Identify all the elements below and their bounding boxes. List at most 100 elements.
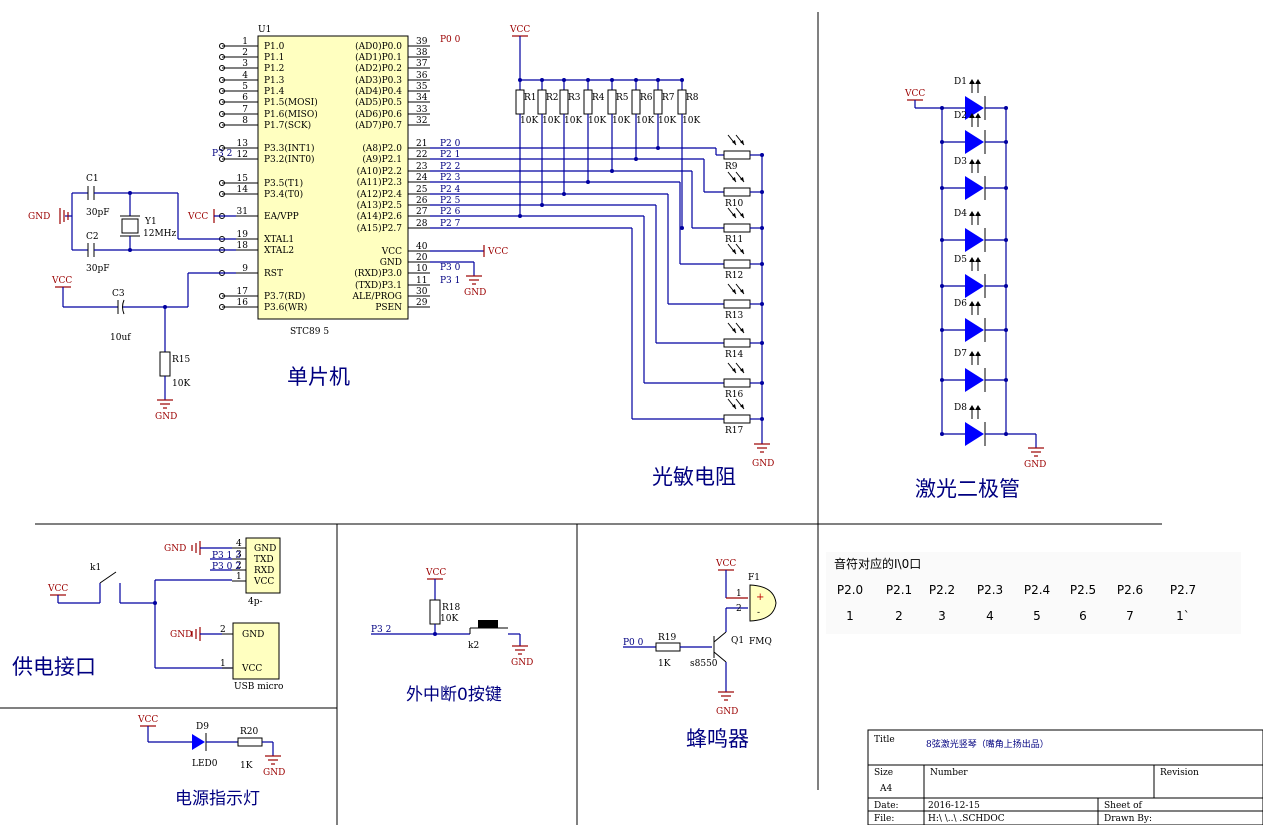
crystal-circuit: GND C1 30pF C2 30pF Y1 12MHz <box>28 174 236 274</box>
note-value: 5 <box>1033 609 1041 623</box>
mcu-left-pin-name: P3.3(INT1) <box>264 143 315 154</box>
note-columns: P2.01P2.12P2.23P2.34P2.45P2.56P2.67P2.71… <box>837 583 1196 623</box>
mcu-left-pin-name: P3.4(T0) <box>264 189 303 200</box>
pullup-val: 10K <box>612 116 630 126</box>
pullup-val: 10K <box>564 116 582 126</box>
p2-net-label: P2 7 <box>440 219 461 229</box>
ldr-ref: R9 <box>725 162 738 172</box>
hdr-net-txd: P3 1 3 <box>212 551 241 561</box>
button-section: VCC R18 10K P3 2 GND k2 外中断0按键 <box>371 568 533 705</box>
mcu-left-pin-name: P1.2 <box>264 64 284 74</box>
ldr-ref: R11 <box>725 235 743 245</box>
p2-net-label: P2 3 <box>440 173 461 183</box>
ldr-ref: R12 <box>725 271 743 281</box>
note-port: P2.5 <box>1070 583 1096 597</box>
mcu-left-pin-num: 7 <box>242 105 248 115</box>
mcu-part: STC89 5 <box>290 327 329 337</box>
p2-net-label: P2 1 <box>440 150 460 160</box>
pullup-val: 10K <box>588 116 606 126</box>
note-port: P2.4 <box>1024 583 1050 597</box>
mcu-right-pin-name: (AD5)P0.5 <box>355 97 402 108</box>
y1-val: 12MHz <box>143 229 177 239</box>
p2-net-label: P2 0 <box>440 139 461 149</box>
mcu-right-pin-num: 23 <box>416 162 428 172</box>
mcu-right-pin-name: (RXD)P3.0 <box>354 268 402 279</box>
mcu-right-pin-num: 27 <box>416 207 428 217</box>
section-title-ldr: 光敏电阻 <box>652 465 736 489</box>
buzz-vcc-label: VCC <box>715 559 736 569</box>
q1-ref: Q1 <box>731 636 744 646</box>
r18-ref: R18 <box>442 603 461 613</box>
mcu-right-pin-num: 21 <box>416 139 427 149</box>
mcu-left-pin-num: 15 <box>237 174 249 184</box>
d9-val: LED0 <box>192 759 218 769</box>
mcu-left-pin-name: RST <box>264 269 283 279</box>
pullup-ref: R7 <box>662 93 675 103</box>
mcu-right-pin-name: ALE/PROG <box>352 292 402 302</box>
title-block-text: Title 8弦激光竖琴（嘴角上扬出品） Size A4 Number Revi… <box>874 735 1199 824</box>
pullup-network: VCC R110KR210KR310KR410KR510KR610KR710KR… <box>509 25 700 228</box>
c3-ref: C3 <box>112 289 125 299</box>
pwr-vcc-label: VCC <box>47 584 68 594</box>
tb-file-label: File: <box>874 814 894 824</box>
usb-pin-name: GND <box>242 630 264 640</box>
mcu-right-pin-name: (AD0)P0.0 <box>355 41 402 52</box>
net-p00: P0 0 <box>440 35 461 45</box>
laser-ref: D7 <box>954 349 967 359</box>
d9-ref: D9 <box>196 722 209 732</box>
mcu-left-pin-name: P3.7(RD) <box>264 291 305 302</box>
f1-pin2: 2 <box>736 604 742 614</box>
btn-vcc-label: VCC <box>425 568 446 578</box>
mcu-right-pin-name: (A12)P2.4 <box>357 189 403 200</box>
mcu-left-pin-name: P1.6(MISO) <box>264 109 318 120</box>
mcu-ref: U1 <box>258 25 271 35</box>
r15-val: 10K <box>172 379 190 389</box>
mcu-left-pin-num: 1 <box>242 37 248 47</box>
rst-vcc-label: VCC <box>51 276 72 286</box>
section-title-mcu: 单片机 <box>287 365 350 389</box>
mcu-right-pin-name: (A10)P2.2 <box>357 166 402 177</box>
ldr-ref: R10 <box>725 199 744 209</box>
p2-net-label: P2 6 <box>440 207 461 217</box>
btn-net: P3 2 <box>371 625 391 635</box>
note-port: P2.3 <box>977 583 1003 597</box>
mcu-right-pin-num: 20 <box>416 253 428 263</box>
mcu-left-pin-num: 31 <box>237 207 248 217</box>
mcu-left-pin-num: 18 <box>237 241 249 251</box>
laser-ref: D6 <box>954 299 967 309</box>
net-p31: P3 1 <box>440 276 460 286</box>
mcu-left-pin-num: 9 <box>242 264 248 274</box>
mcu-left-pin-name: P3.2(INT0) <box>264 154 315 165</box>
p2-net-label: P2 4 <box>440 185 461 195</box>
tb-revision-label: Revision <box>1160 768 1199 778</box>
mcu-right-pin-num: 25 <box>416 185 428 195</box>
mcu-right-pin-name: (A15)P2.7 <box>357 223 403 234</box>
mcu-left-pin-num: 16 <box>237 298 249 308</box>
gnd-crystal-label: GND <box>28 212 50 222</box>
tb-title-value: 8弦激光竖琴（嘴角上扬出品） <box>926 738 1049 750</box>
mcu-right-pin-name: (AD2)P0.2 <box>355 63 402 74</box>
ldr-ref: R14 <box>725 350 744 360</box>
header-pin-num: 1 <box>236 572 242 582</box>
laser-ref: D3 <box>954 157 967 167</box>
pullup-ref: R6 <box>640 93 653 103</box>
header-ref: 4p- <box>248 597 263 607</box>
tb-size-value: A4 <box>879 784 892 794</box>
mcu-left-pin-name: P3.5(T1) <box>264 178 303 189</box>
r20-ref: R20 <box>240 727 259 737</box>
p2-net-label: P2 2 <box>440 162 460 172</box>
mcu-right-pin-num: 36 <box>416 71 428 81</box>
mcu-left-pin-num: 12 <box>237 150 248 160</box>
usb-pin-num: 2 <box>220 625 226 635</box>
buzz-gnd-label: GND <box>716 707 738 717</box>
net-p30: P3 0 <box>440 263 461 273</box>
section-dividers <box>0 12 1162 825</box>
c1-ref: C1 <box>86 174 99 184</box>
k2-ref: k2 <box>468 641 479 651</box>
laser-ref: D4 <box>954 209 967 219</box>
section-title-laser: 激光二极管 <box>915 477 1020 501</box>
f1-minus: - <box>757 608 760 618</box>
